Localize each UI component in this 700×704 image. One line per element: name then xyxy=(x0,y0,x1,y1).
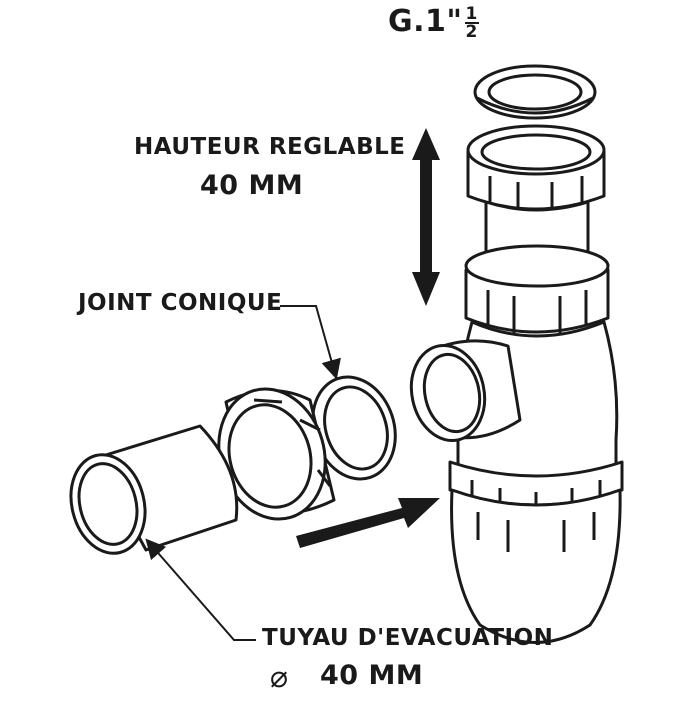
pipe-leader-line xyxy=(145,538,256,641)
fraction-denominator: 2 xyxy=(465,21,478,42)
joint-leader-line xyxy=(280,305,341,380)
pipe-value-label: 40 MM xyxy=(320,660,424,691)
height-title-label: HAUTEUR REGLABLE xyxy=(134,134,406,160)
compression-nut xyxy=(217,387,336,521)
flow-direction-arrow xyxy=(296,498,440,548)
conical-seal xyxy=(311,375,397,481)
thread-size-prefix: G.1" xyxy=(388,4,463,39)
joint-label: JOINT CONIQUE xyxy=(78,290,283,316)
middle-nut xyxy=(464,244,610,334)
height-value-label: 40 MM xyxy=(200,170,304,201)
height-adjustment-arrow xyxy=(412,128,440,306)
outlet-stub xyxy=(409,339,522,443)
top-seal-ring xyxy=(473,64,597,120)
top-nut xyxy=(466,124,606,214)
pipe-title-label: TUYAU D'EVACUATION xyxy=(262,625,554,651)
diameter-symbol: ⌀ xyxy=(270,660,289,695)
bottom-cup xyxy=(450,488,622,644)
drain-pipe xyxy=(69,424,239,555)
fraction-numerator: 1 xyxy=(464,3,479,24)
